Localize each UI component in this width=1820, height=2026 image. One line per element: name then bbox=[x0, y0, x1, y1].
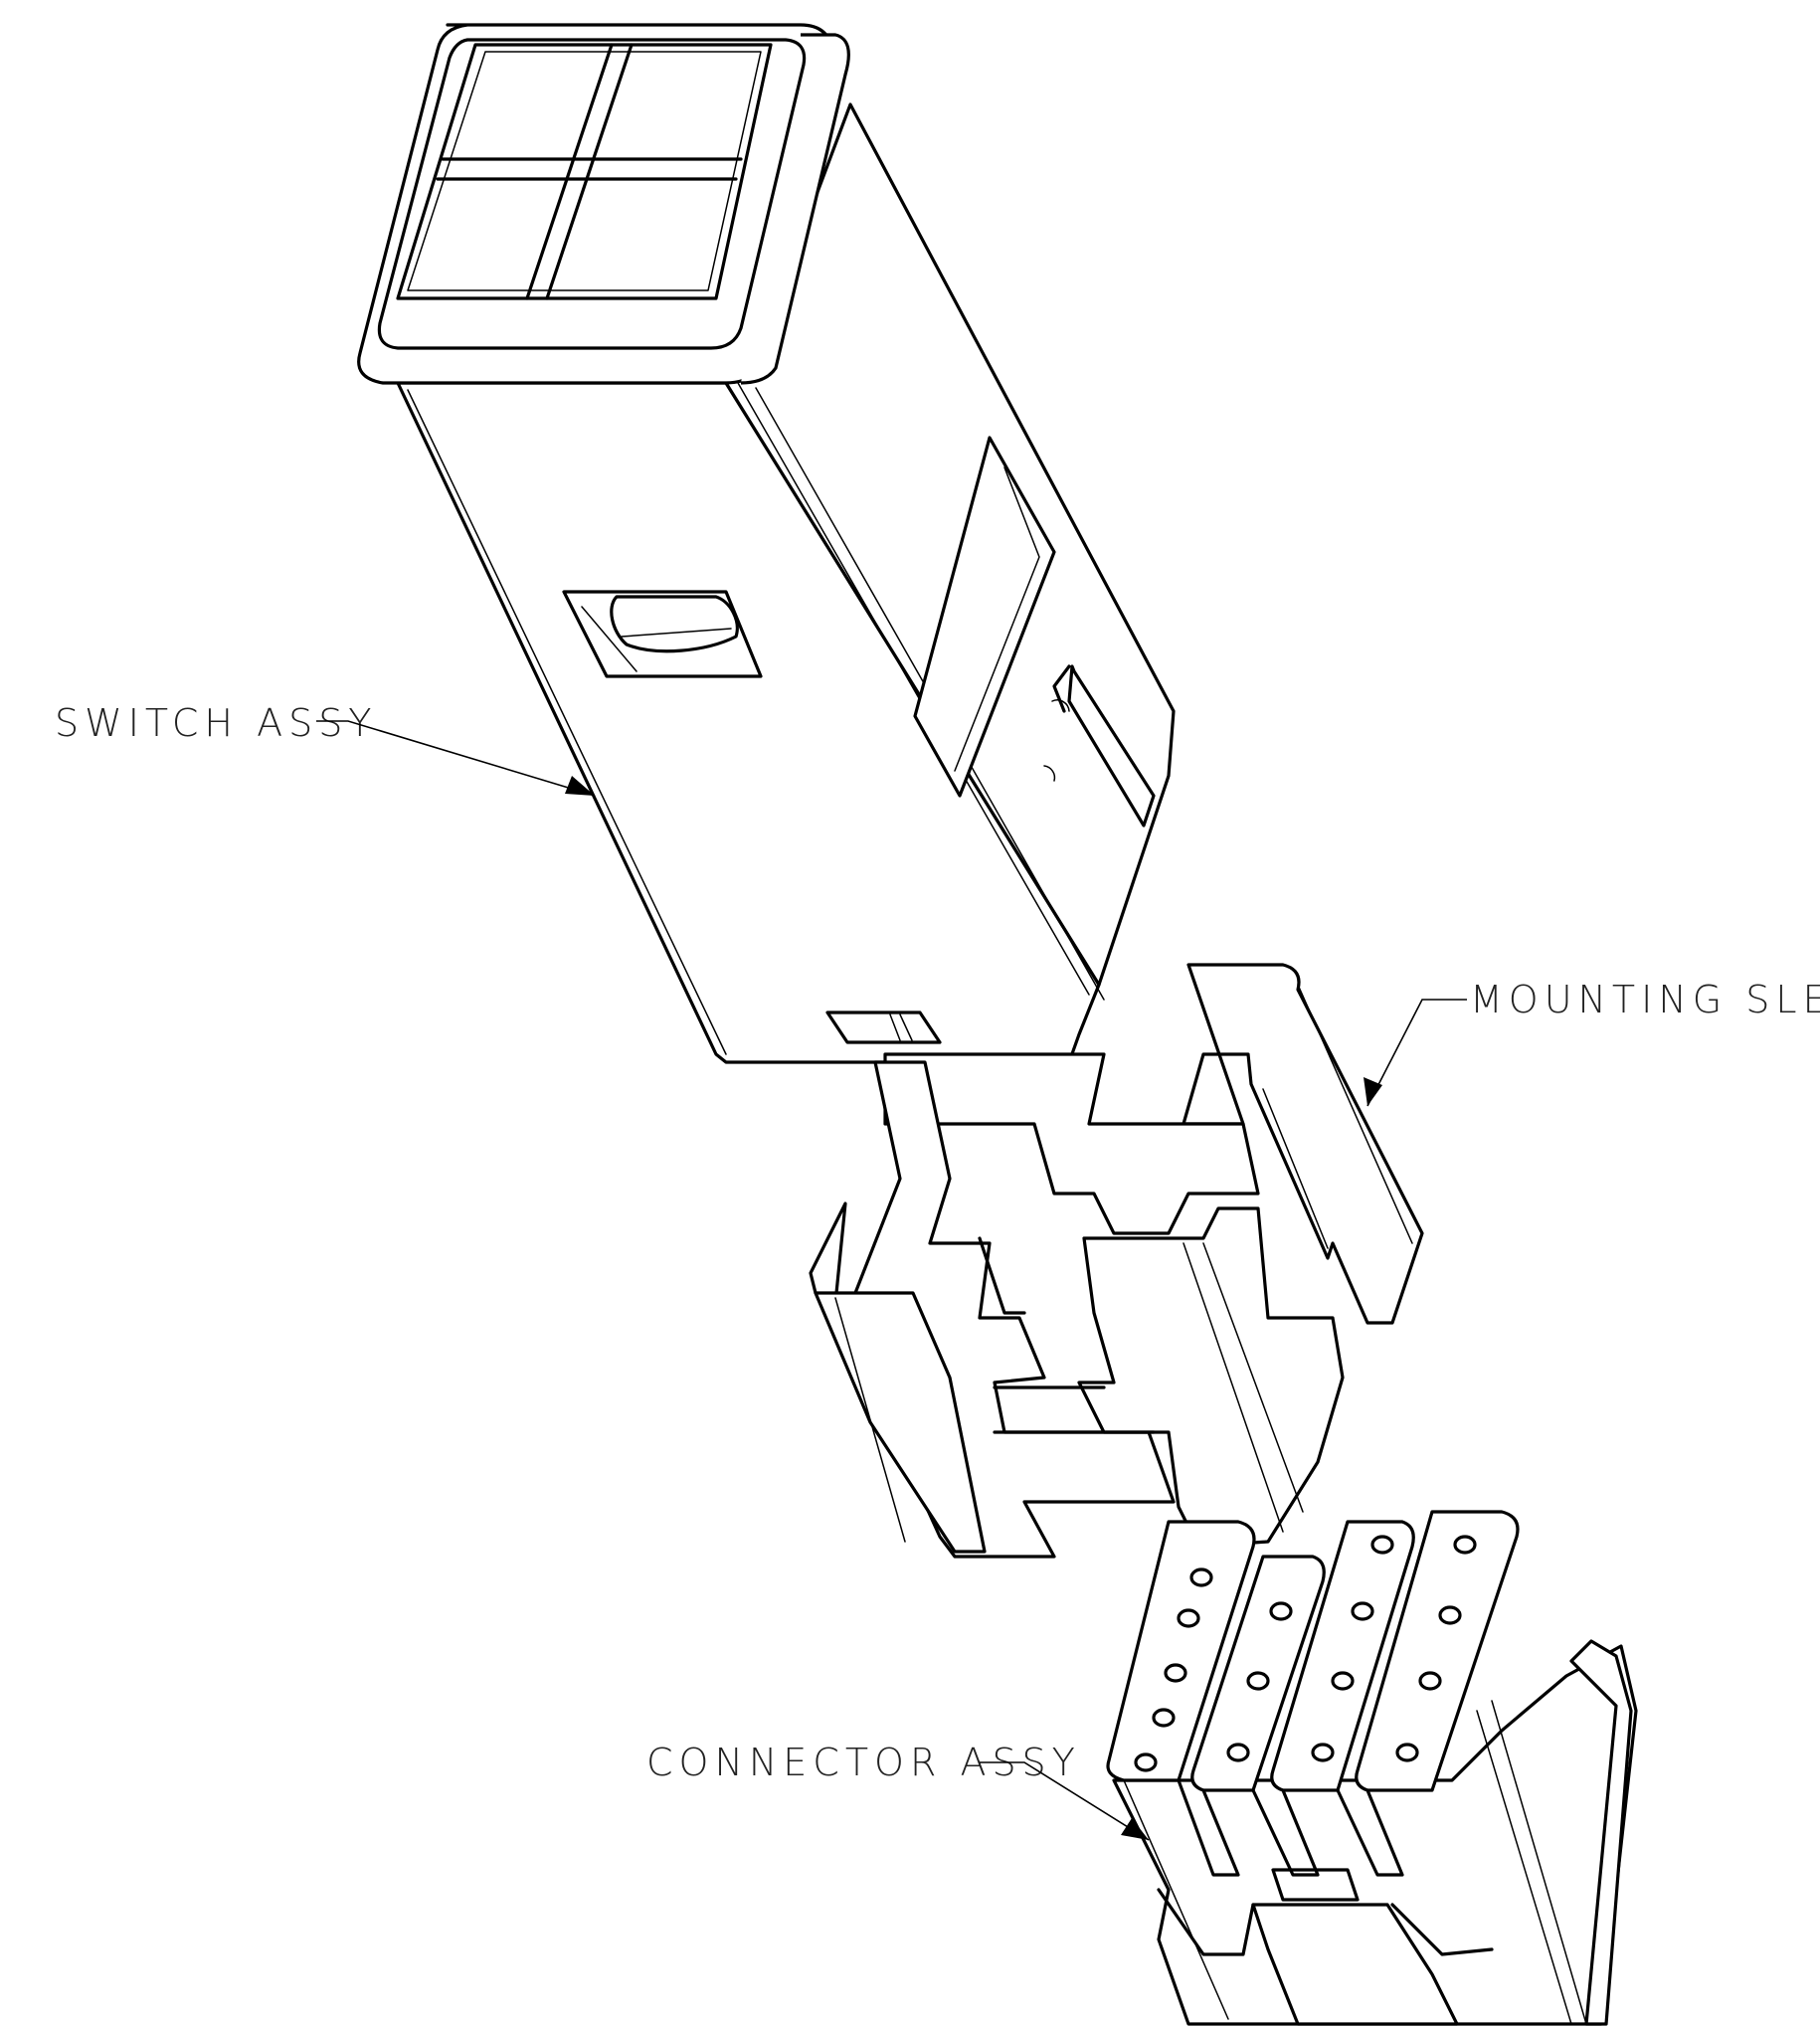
sleeve-back-frame bbox=[1182, 963, 1424, 1325]
connector-assy-part bbox=[1106, 1510, 1638, 2026]
callout-mounting-sleeve-label: MOUNTING SLEEVE bbox=[1470, 978, 1820, 1021]
mounting-sleeve-part bbox=[809, 963, 1424, 1559]
connector-latch bbox=[1251, 1903, 1459, 2026]
sleeve-left-flange bbox=[809, 1201, 847, 1305]
switch-rear-slot bbox=[913, 436, 1056, 798]
callout-switch-assy-label: SWITCH ASSY bbox=[55, 701, 378, 745]
callout-mounting-sleeve: MOUNTING SLEEVE bbox=[1364, 978, 1820, 1107]
sleeve-top-plate bbox=[883, 1052, 1260, 1235]
switch-assy-part bbox=[357, 23, 1176, 1064]
switch-lens bbox=[396, 43, 773, 300]
connector-rib-4 bbox=[1355, 1510, 1520, 1792]
callout-switch-assy: SWITCH ASSY bbox=[55, 701, 596, 797]
connector-latch-tab bbox=[1271, 1868, 1360, 1902]
connector-body bbox=[1112, 1644, 1638, 2026]
connector-contact-holes bbox=[1134, 1535, 1477, 1772]
connector-side-rib bbox=[1569, 1639, 1633, 2026]
callout-connector-assy: CONNECTOR ASSY bbox=[646, 1741, 1150, 1841]
sleeve-center-block bbox=[1077, 1206, 1345, 1549]
switch-bezel-step bbox=[740, 33, 850, 385]
switch-latch-slot bbox=[825, 1011, 942, 1044]
switch-rear-leg bbox=[1067, 664, 1156, 828]
